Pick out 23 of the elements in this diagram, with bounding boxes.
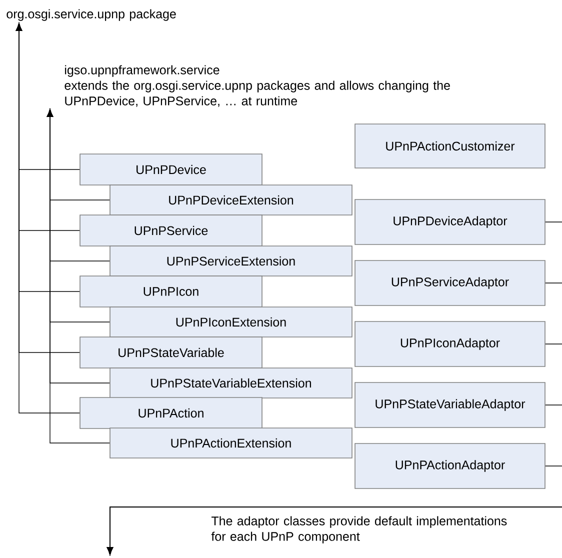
class-box: UPnPActionAdaptor (354, 443, 546, 489)
class-box: UPnPDeviceAdaptor (354, 199, 546, 245)
class-box: UPnPStateVariable (80, 336, 262, 368)
note-text: The adaptor classes provide default implementations for each UPnP component (211, 516, 507, 544)
inheritance-arrow (16, 23, 80, 414)
class-box: UPnPServiceAdaptor (354, 260, 546, 306)
package-name: org.osgi.service.upnp package (6, 9, 176, 21)
class-box: UPnPStateVariableAdaptor (354, 382, 546, 428)
package-description: extends the org.osgi.service.upnp packages and allows changing the UPnPDevice, UPnPService, … at runtime (64, 80, 450, 107)
class-box: UPnPIcon (80, 276, 262, 308)
class-box: UPnPAction (80, 397, 262, 429)
class-box: UPnPDeviceExtension (110, 184, 352, 216)
class-box: UPnPActionExtension (110, 428, 352, 458)
inheritance-arrow (106, 466, 562, 555)
class-box: UPnPIconExtension (110, 306, 352, 338)
class-box: UPnPStateVariableExtension (110, 368, 352, 398)
class-box: UPnPActionCustomizer (354, 124, 546, 168)
class-box: UPnPService (80, 214, 262, 246)
class-box: UPnPIconAdaptor (354, 321, 546, 367)
class-box: UPnPServiceExtension (110, 246, 352, 276)
class-box: UPnPDevice (80, 154, 262, 186)
package-name: igso.upnpframework.service (65, 65, 220, 77)
inheritance-arrow (46, 109, 110, 444)
